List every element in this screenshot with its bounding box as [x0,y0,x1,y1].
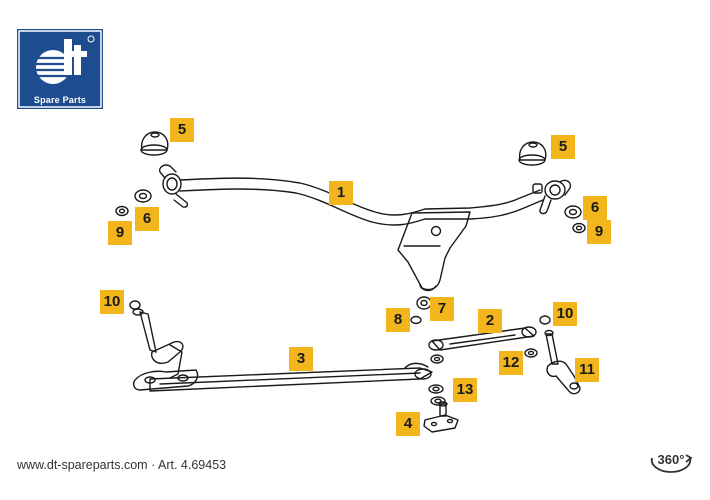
part-4-ball-joint [423,401,459,433]
dt-logo-mark [18,30,102,108]
callout-6-left: 6 [135,207,159,231]
part-9-washer-right [572,222,586,234]
callout-10-right: 10 [553,302,577,326]
footer-article-text: www.dt-spareparts.com · Art. 4.69453 [17,458,227,472]
callout-3: 3 [289,347,313,371]
callout-8: 8 [386,308,410,332]
part-1-frame-tube [158,164,572,292]
callout-7: 7 [430,297,454,321]
part-5-grommet-right [518,141,547,166]
callout-1: 1 [329,181,353,205]
part-9-washer-left [115,205,129,217]
part-7-nut [416,296,432,310]
callout-6-right: 6 [583,196,607,220]
view-360-label: 360° [657,452,685,467]
callout-10-left: 10 [100,290,124,314]
rotate-360-icon [650,454,693,473]
logo-tagline: Spare Parts [33,95,87,105]
callout-2: 2 [478,309,502,333]
part-8-washer [410,315,422,325]
part-3-drive-rod [132,308,433,392]
part-11-pivot-crank [544,329,581,395]
part-13-bushing [428,384,446,406]
part-6-washer-left [134,189,152,203]
callout-5-right: 5 [551,135,575,159]
callout-9-right: 9 [587,220,611,244]
part-5-grommet-left [140,131,169,156]
callout-12: 12 [499,351,523,375]
callout-13: 13 [453,378,477,402]
part-10-nut-left [129,300,141,310]
rod-end-washer-upper [430,354,444,364]
callout-5-left: 5 [170,118,194,142]
callout-9-left: 9 [108,221,132,245]
part-6-washer-right [564,205,582,219]
dt-spare-parts-logo: Spare Parts [17,29,103,109]
callout-11: 11 [575,358,599,382]
view-360-button[interactable]: 360° [646,446,696,476]
part-12-washer [524,348,538,358]
callout-4: 4 [396,412,420,436]
part-10-nut-right [539,315,551,325]
